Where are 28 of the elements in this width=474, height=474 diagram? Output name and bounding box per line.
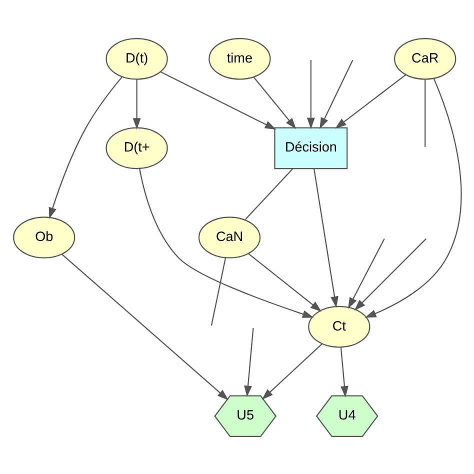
arrow	[261, 343, 322, 400]
node-ellipse: time	[208, 37, 270, 80]
arrow	[61, 253, 228, 400]
connector	[244, 168, 293, 220]
arrow	[364, 78, 462, 318]
arrow	[138, 168, 314, 318]
arrow	[244, 327, 254, 397]
arrow	[340, 346, 348, 397]
arrow	[48, 76, 122, 218]
arrow	[354, 238, 426, 310]
arrow	[132, 78, 140, 129]
arrow	[252, 76, 296, 129]
arrow	[334, 74, 406, 128]
arrow	[306, 60, 314, 129]
arrow	[347, 238, 384, 310]
arrow	[313, 168, 338, 308]
node-box: Décision	[274, 126, 348, 169]
arrow	[160, 70, 276, 130]
connector	[210, 257, 226, 326]
arrow	[319, 59, 353, 128]
connector	[424, 78, 426, 146]
node-ellipse: Ob	[12, 216, 75, 258]
node-ellipse: Ct	[308, 305, 370, 348]
arrow	[248, 252, 322, 312]
node-ellipse: CaN	[198, 216, 260, 258]
node-ellipse: CaR	[394, 37, 456, 80]
node-ellipse: D(t)	[105, 37, 168, 80]
node-ellipse: D(t+	[105, 126, 168, 169]
